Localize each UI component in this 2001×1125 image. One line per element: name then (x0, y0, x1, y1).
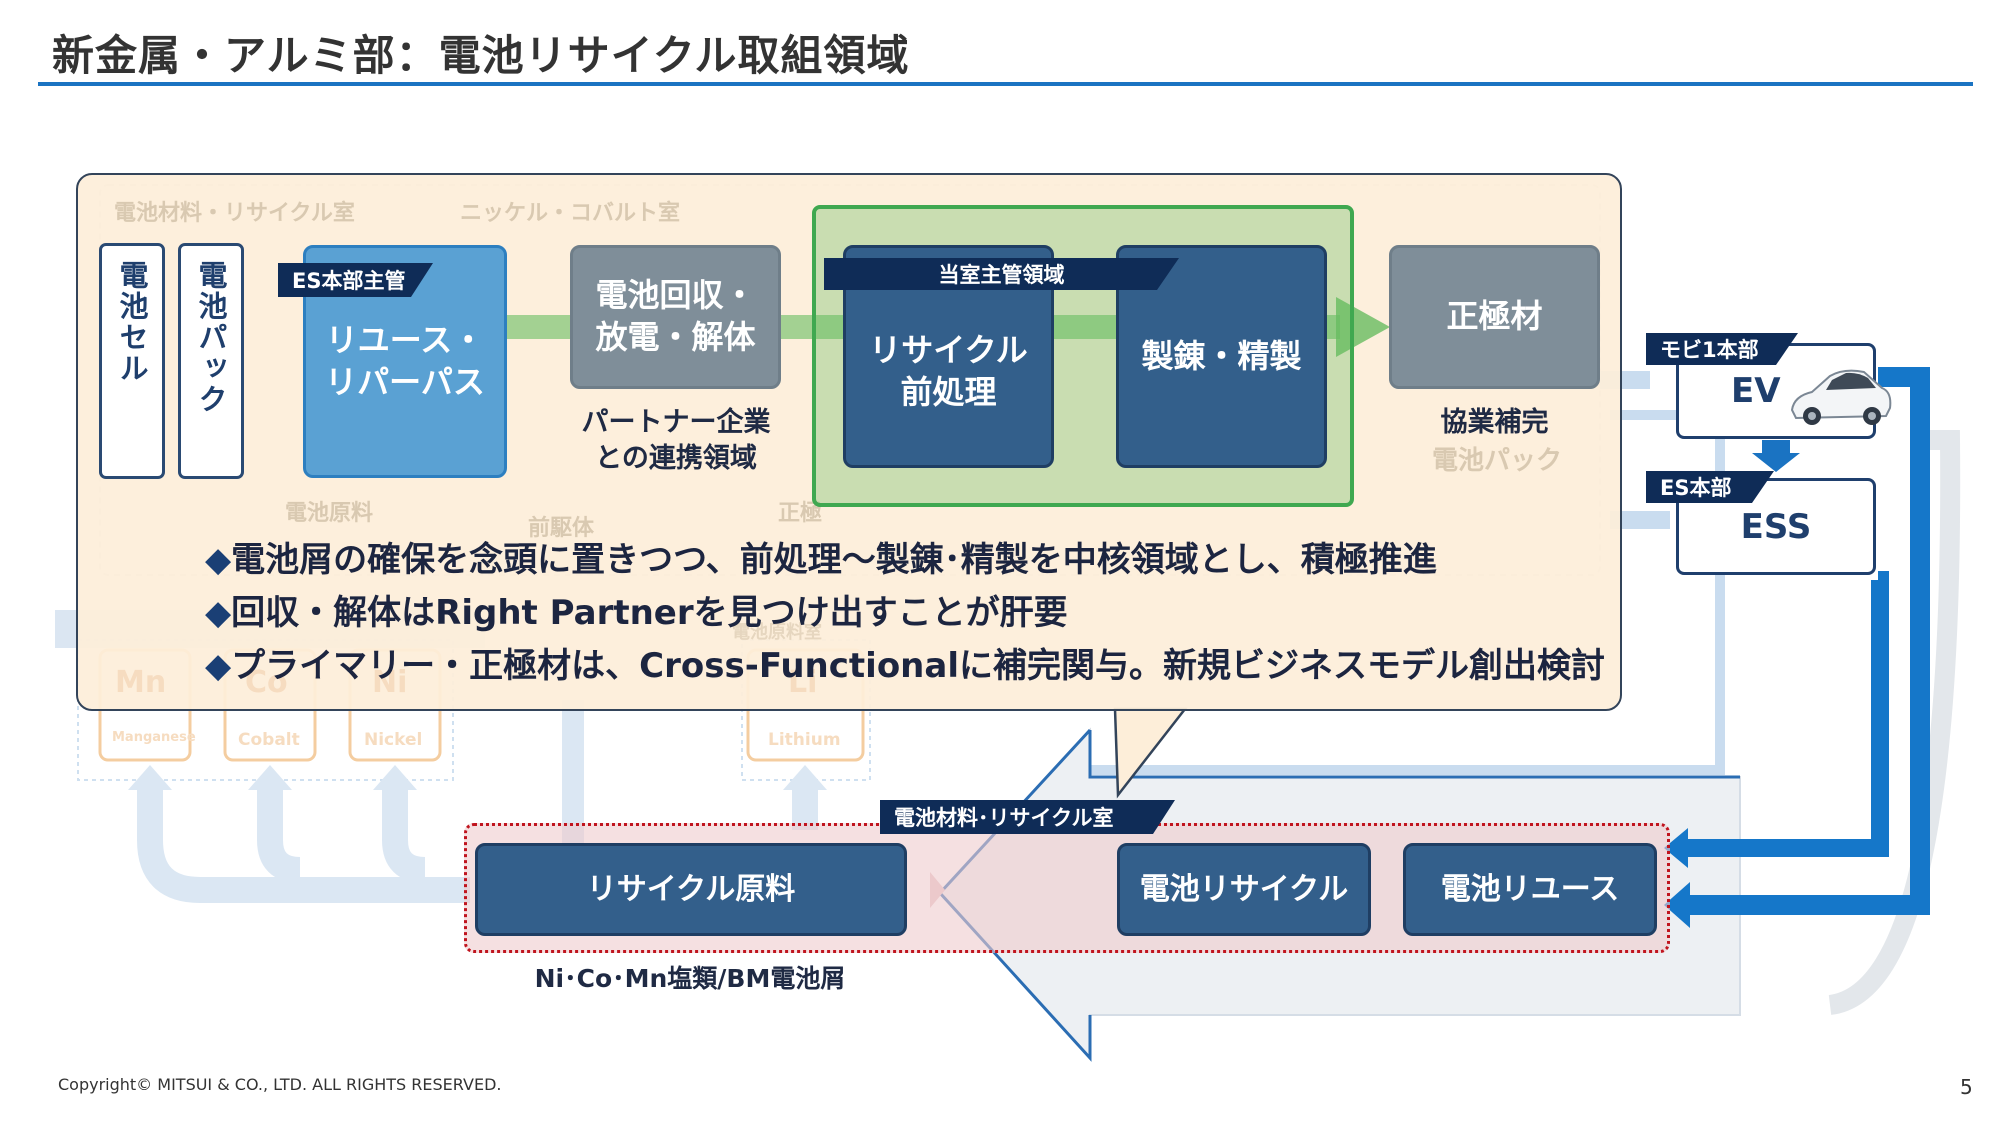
ghost-label: ニッケル・コバルト室 (460, 201, 681, 226)
ghost-label: Co (245, 665, 288, 700)
page-number: 5 (1960, 1075, 1973, 1099)
ghost-label: 電池材料・リサイクル室 (114, 201, 355, 226)
collection-dismantling-box: 電池回収・ 放電・解体 (570, 245, 781, 389)
es-division-tag-right: ES本部 (1646, 471, 1774, 503)
ghost-label: Lithium (768, 730, 841, 750)
page-title: 新金属・アルミ部：電池リサイクル取組領域 (52, 31, 910, 80)
ghost-label: Li (788, 665, 818, 700)
partner-scope-note: パートナー企業 との連携領域 (581, 407, 771, 475)
bullet-cross-functional: ◆プライマリー・正極材は、Cross-Functionalに補完関与。新規ビジネ… (205, 646, 1605, 686)
battery-reuse-box: 電池リユース (1403, 843, 1657, 936)
battery-pack-box: 電池パック (178, 243, 244, 479)
ghost-label: 前駆体 (528, 516, 595, 541)
ghost-label: 電池原料 (285, 501, 374, 526)
own-scope-tag: 当室主管領域 (824, 258, 1179, 290)
ghost-label: 電池パック (1432, 446, 1563, 476)
battery-recycle-box: 電池リサイクル (1117, 843, 1371, 936)
bullet-core-strategy: ◆電池屑の確保を念頭に置きつつ、前処理～製錬･精製を中核領域とし、積極推進 (205, 540, 1437, 580)
cooperation-note: 協業補完 (1440, 407, 1549, 438)
es-division-tag: ES本部主管 (278, 263, 433, 297)
ghost-label: Nickel (364, 730, 423, 750)
title-underline (38, 82, 1973, 86)
mobility-division-tag: モビ1本部 (1646, 333, 1798, 365)
raw-material-note: Ni･Co･Mn塩類/BM電池屑 (534, 964, 846, 993)
copyright-footer: Copyright© MITSUI & CO., LTD. ALL RIGHTS… (58, 1075, 502, 1094)
ghost-label: Manganese (112, 730, 196, 745)
ghost-label: Mn (115, 665, 167, 700)
ghost-label: 電池原料室 (732, 622, 822, 643)
recycle-raw-material-box: リサイクル原料 (475, 843, 907, 936)
ev-car-icon (1790, 369, 1892, 425)
bullet-partner: ◆回収・解体はRight Partnerを見つけ出すことが肝要 (205, 593, 1068, 633)
battery-recycle-office-tag: 電池材料･リサイクル室 (880, 800, 1175, 834)
ghost-label: Ni (372, 665, 408, 700)
battery-cell-box: 電池セル (99, 243, 165, 479)
ghost-label: Cobalt (238, 730, 300, 750)
cathode-material-box: 正極材 (1389, 245, 1600, 389)
